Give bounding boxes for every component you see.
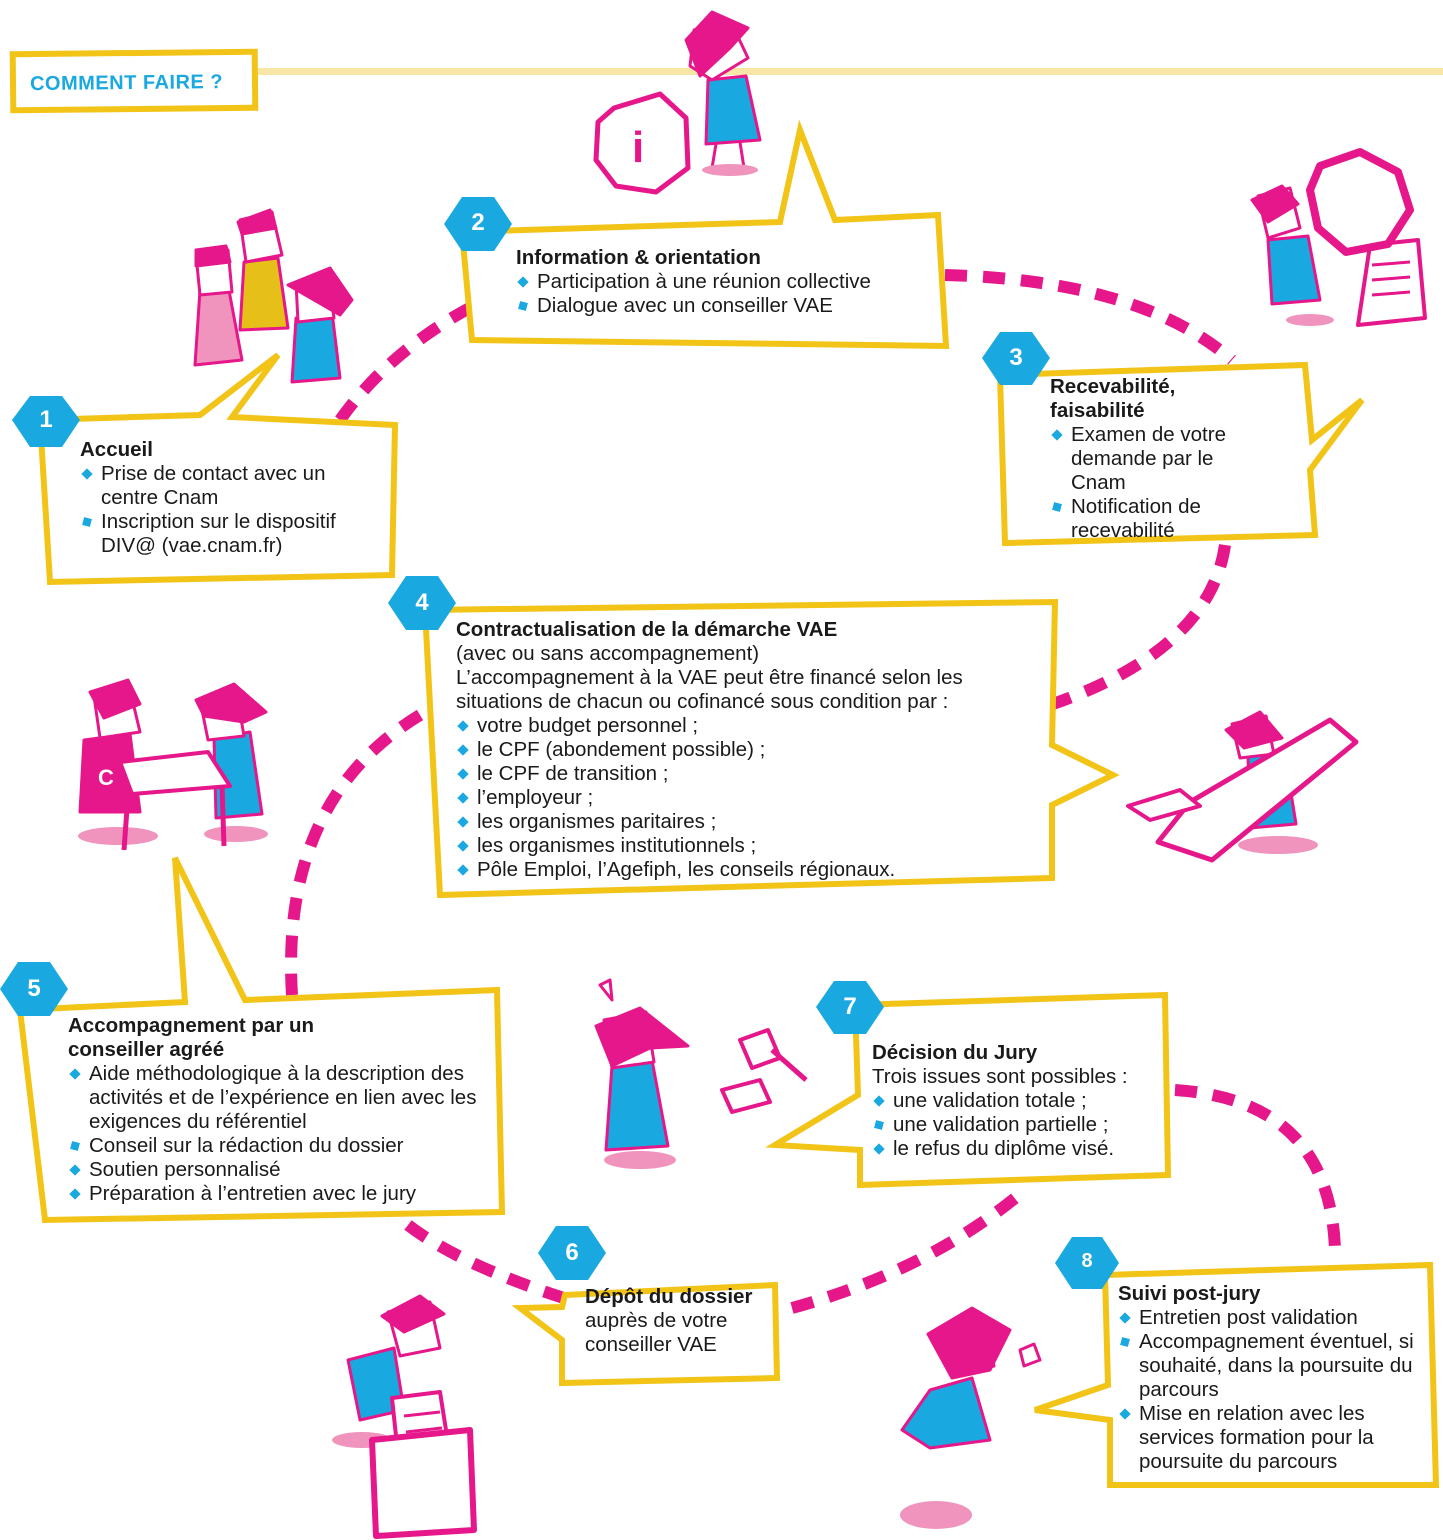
step-4-item: Pôle Emploi, l’Agefiph, les conseils rég… [456, 858, 1046, 882]
step-7-number: 7 [843, 993, 857, 1020]
illustration-woman-magnifier [1250, 148, 1427, 327]
illustration-woman-pen [1126, 710, 1359, 863]
bubble-6 [511, 1281, 781, 1387]
svg-text:i: i [632, 123, 644, 172]
step-5-item: Soutien personnalisé [68, 1158, 493, 1182]
step-5-text: Accompagnement par un conseiller agréé A… [68, 1014, 493, 1206]
step-3-text: Recevabilité, faisabilité Examen de votr… [1050, 375, 1250, 543]
step-5-number: 5 [27, 975, 41, 1002]
step-4-intro: L’accompagnement à la VAE peut être fina… [456, 666, 963, 713]
step-5-item: Conseil sur la rédaction du dossier [68, 1134, 493, 1158]
step-4-subtitle: (avec ou sans accompagnement) [456, 642, 760, 665]
dashed-path [285, 269, 1341, 1314]
step-7-item: une validation partielle ; [872, 1113, 1162, 1137]
step-7-item: le refus du diplôme visé. [872, 1137, 1162, 1161]
step-5-item: Aide méthodologique à la description des… [68, 1062, 493, 1134]
step-1-number: 1 [39, 406, 53, 433]
badge-8-hex [1055, 1237, 1119, 1289]
step-4-text: Contractualisation de la démarche VAE (a… [456, 618, 1046, 882]
step-1-text: Accueil Prise de contact avec un centre … [80, 438, 390, 558]
step-6-intro: auprès de votre conseiller VAE [585, 1309, 728, 1356]
step-1-item: Prise de contact avec un centre Cnam [80, 462, 331, 510]
step-1-item: Inscription sur le dispositif DIV@ (vae.… [80, 510, 390, 558]
step-8-item: Mise en relation avec les services forma… [1118, 1402, 1409, 1474]
header-rule [258, 68, 1443, 75]
svg-text:C: C [98, 765, 114, 790]
step-8-text: Suivi post-jury Entretien post validatio… [1118, 1282, 1418, 1474]
badge-2-hex [444, 197, 512, 251]
step-4-item: les organismes institutionnels ; [456, 834, 1046, 858]
step-3-title: Recevabilité, faisabilité [1050, 375, 1176, 422]
step-3-item: Examen de votre demande par le Cnam [1050, 423, 1250, 495]
step-6-number: 6 [565, 1239, 579, 1266]
step-1-title: Accueil [80, 438, 153, 461]
step-3-item: Notification de recevabilité [1050, 495, 1241, 543]
step-2-item: Dialogue avec un conseiller VAE [516, 294, 936, 318]
illustration-woman-info: i [593, 10, 762, 195]
step-8-item: Entretien post validation [1118, 1306, 1418, 1330]
step-2-title: Information & orientation [516, 246, 761, 269]
section-tag: COMMENT FAIRE ? [9, 48, 259, 114]
illustration-man-filebox [332, 1294, 477, 1539]
step-8-number: 8 [1081, 1250, 1093, 1272]
badge-5-hex [0, 962, 68, 1016]
step-8-title: Suivi post-jury [1118, 1282, 1261, 1305]
step-2-item: Participation à une réunion collective [516, 270, 936, 294]
badge-7-hex [816, 981, 884, 1034]
step-3-number: 3 [1009, 344, 1023, 371]
illustration-three-people [193, 208, 354, 384]
step-7-title: Décision du Jury [872, 1041, 1038, 1064]
step-4-item: l’employeur ; [456, 786, 1046, 810]
step-7-item: une validation totale ; [872, 1089, 1162, 1113]
badge-6-hex [538, 1226, 606, 1280]
step-8-item: Accompagnement éventuel, si souhaité, da… [1118, 1330, 1419, 1402]
illustration-happy-woman [900, 1306, 1042, 1529]
section-tag-label: COMMENT FAIRE ? [29, 71, 224, 96]
step-4-item: votre budget personnel ; [456, 714, 1046, 738]
badge-3-hex [982, 332, 1050, 385]
step-2-number: 2 [471, 209, 485, 236]
step-4-item: le CPF de transition ; [456, 762, 1046, 786]
step-6-title: Dépôt du dossier [585, 1285, 753, 1308]
step-2-text: Information & orientation Participation … [516, 246, 936, 318]
step-7-intro: Trois issues sont possibles : [872, 1065, 1128, 1088]
illustration-table-meeting: C [78, 678, 268, 851]
step-6-text: Dépôt du dossier auprès de votre conseil… [585, 1285, 770, 1357]
step-5-item: Préparation à l’entretien avec le jury [68, 1182, 493, 1206]
badge-4-hex [388, 576, 456, 630]
step-4-title: Contractualisation de la démarche VAE [456, 618, 838, 641]
step-5-title: Accompagnement par un conseiller agréé [68, 1014, 315, 1061]
badge-1-hex [12, 396, 80, 447]
step-4-number: 4 [415, 589, 429, 616]
step-7-text: Décision du Jury Trois issues sont possi… [872, 1041, 1162, 1161]
step-4-item: les organismes paritaires ; [456, 810, 1046, 834]
illustration-woman-gavel [594, 978, 808, 1169]
step-4-item: le CPF (abondement possible) ; [456, 738, 1046, 762]
